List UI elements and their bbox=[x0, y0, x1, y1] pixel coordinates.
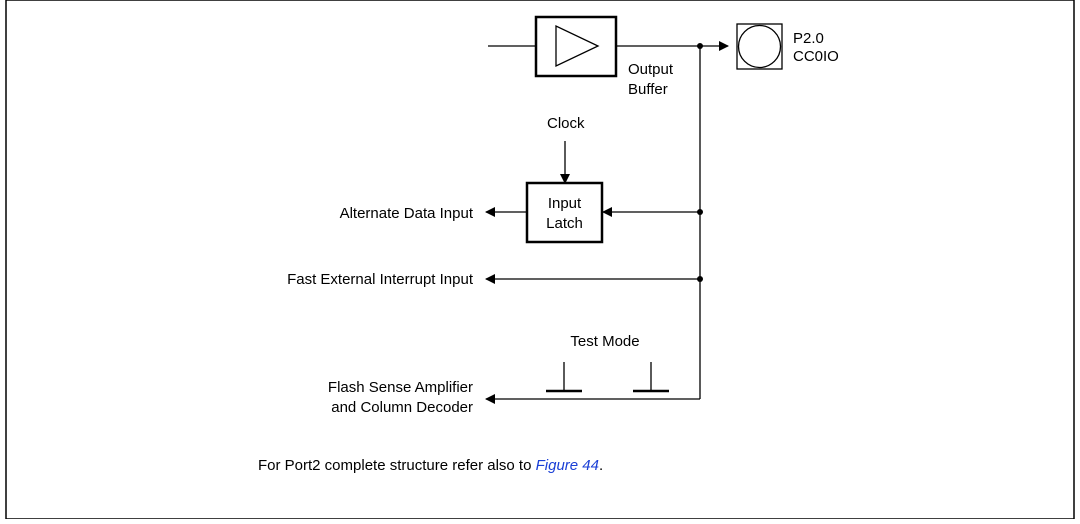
junction-dot-interrupt bbox=[697, 276, 703, 282]
pin-circle-icon bbox=[737, 24, 782, 69]
structure-note: For Port2 complete structure refer also … bbox=[258, 457, 603, 474]
note-suffix: . bbox=[599, 457, 603, 474]
output-buffer-box bbox=[534, 15, 618, 78]
output-buffer-label-line1: Output bbox=[628, 61, 674, 78]
figure-frame bbox=[5, 0, 1075, 520]
buffer-triangle-icon bbox=[555, 24, 600, 68]
input-latch-label-line2: Latch bbox=[546, 215, 583, 232]
flash-sense-label-line1: Flash Sense Amplifier bbox=[328, 379, 473, 396]
flash-sense-label-line2: and Column Decoder bbox=[331, 399, 473, 416]
junction-dot-latch bbox=[697, 209, 703, 215]
output-buffer-label-line2: Buffer bbox=[628, 81, 668, 98]
alternate-data-input-label: Alternate Data Input bbox=[340, 205, 474, 222]
input-latch-box bbox=[525, 181, 604, 244]
note-prefix: For Port2 complete structure refer also … bbox=[258, 457, 536, 474]
test-mode-label: Test Mode bbox=[570, 333, 639, 350]
pin-name-label: P2.0 bbox=[793, 30, 824, 47]
clock-label: Clock bbox=[547, 115, 585, 132]
pin-box bbox=[736, 23, 783, 70]
fast-external-interrupt-label: Fast External Interrupt Input bbox=[287, 271, 474, 288]
figure-44-link[interactable]: Figure 44 bbox=[536, 457, 599, 474]
pin-function-label: CC0IO bbox=[793, 48, 839, 65]
input-latch-label-line1: Input bbox=[548, 195, 582, 212]
